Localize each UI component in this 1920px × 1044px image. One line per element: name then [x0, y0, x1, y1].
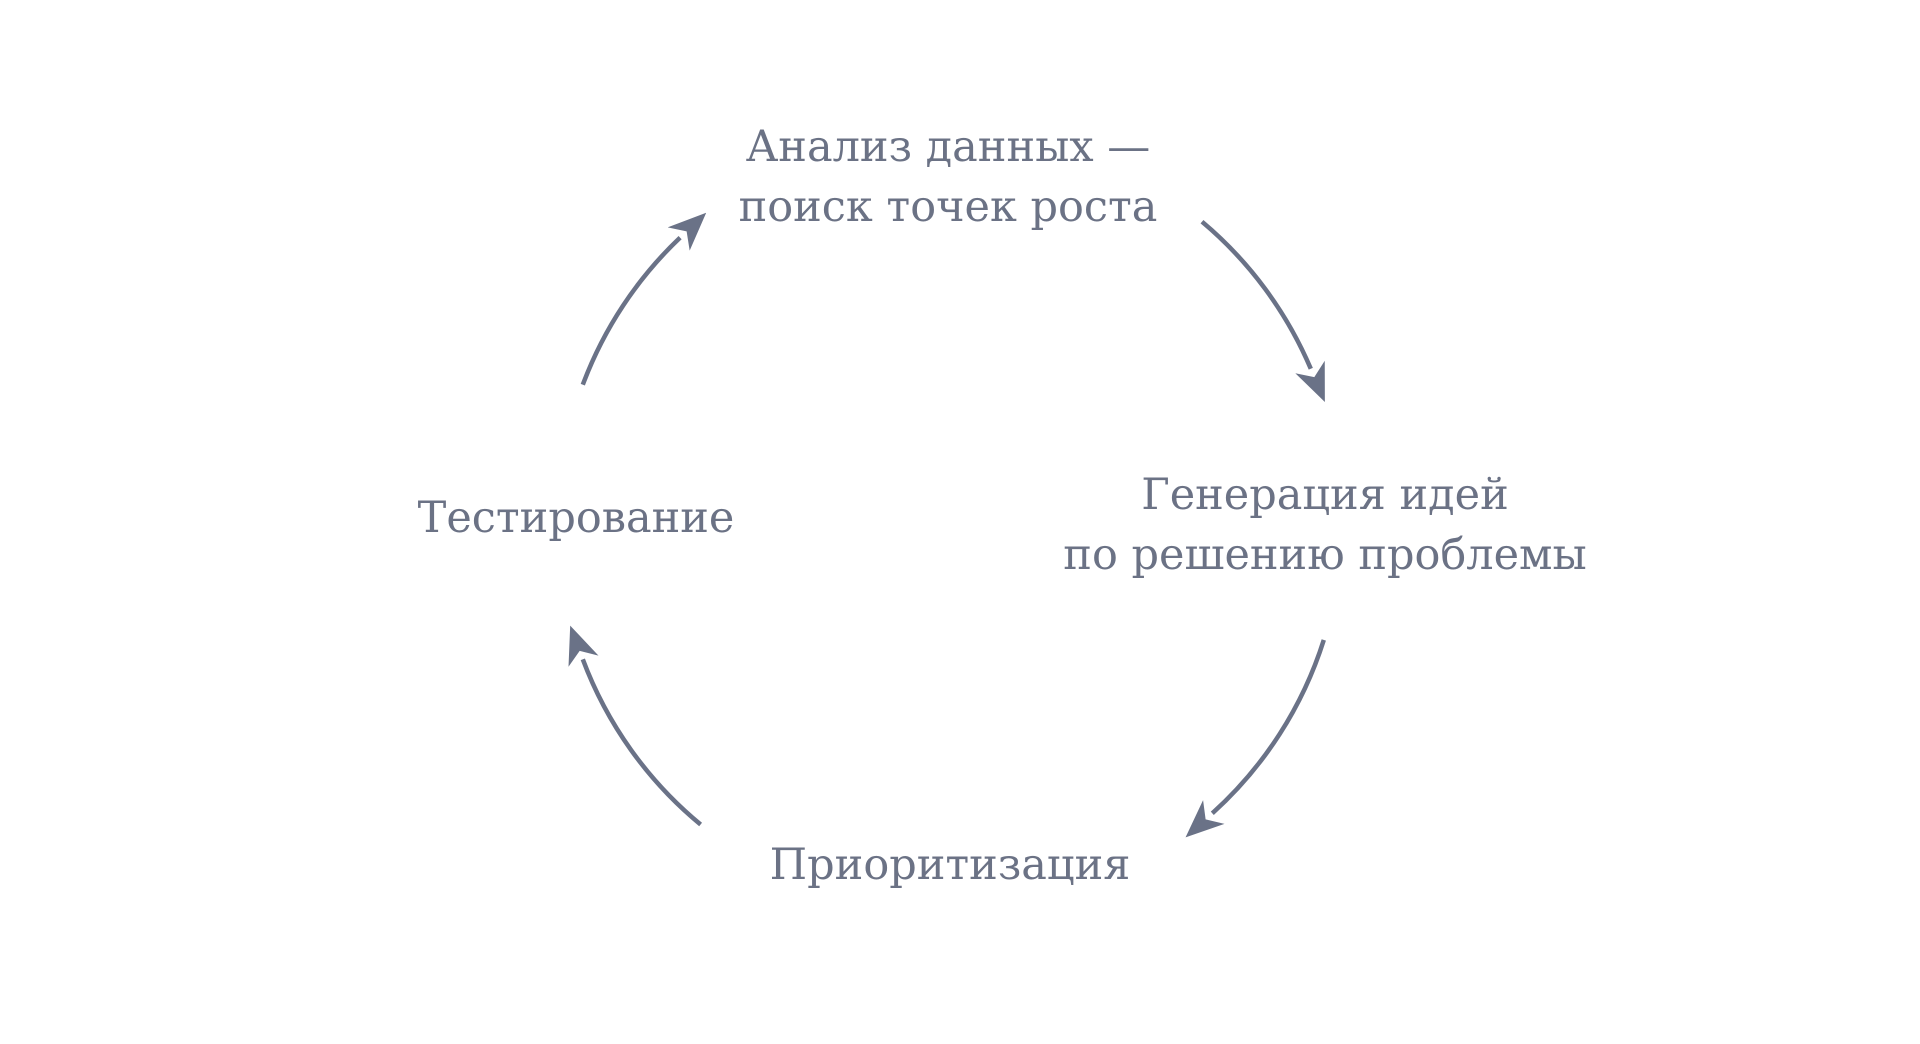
node-testing: Тестирование	[418, 488, 735, 548]
node-analysis-line2: поиск точек роста	[738, 182, 1158, 232]
arrow-testing-to-analysis	[580, 212, 707, 386]
node-analysis: Анализ данных — поиск точек роста	[739, 117, 1158, 237]
node-prioritization-label: Приоритизация	[769, 840, 1131, 890]
node-testing-label: Тестирование	[417, 493, 735, 543]
arrow-ideas-to-prioritization	[1185, 639, 1326, 838]
arrow-prioritization-to-testing	[568, 625, 703, 827]
node-ideas-line1: Генерация идей	[1141, 470, 1509, 520]
arrow-analysis-to-ideas	[1200, 219, 1325, 402]
node-prioritization: Приоритизация	[770, 835, 1131, 895]
node-ideas: Генерация идей по решению проблемы	[1063, 465, 1586, 585]
node-ideas-line2: по решению проблемы	[1063, 530, 1587, 580]
node-analysis-line1: Анализ данных —	[745, 122, 1151, 172]
